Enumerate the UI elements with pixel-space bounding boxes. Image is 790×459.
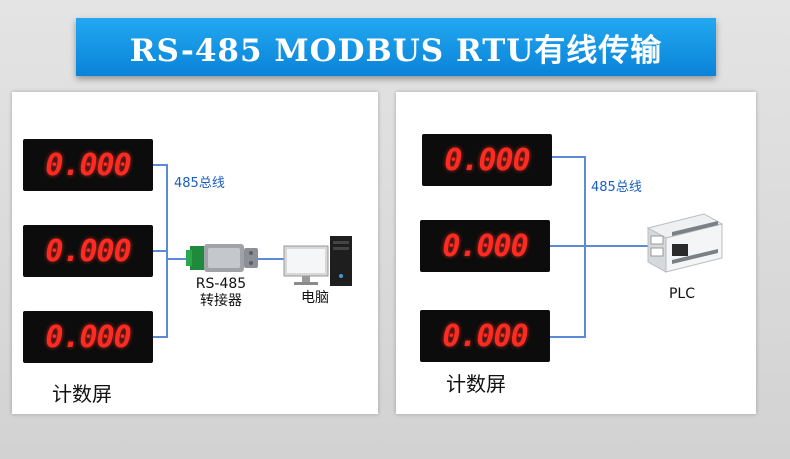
banner-title: RS-485 MODBUS RTU有线传输 bbox=[129, 32, 663, 69]
bus-stub-3 bbox=[153, 336, 168, 338]
plc-icon bbox=[646, 213, 724, 273]
right-diagram-panel: 0.000 0.000 0.000 485总线 PLC 计数屏 bbox=[396, 92, 756, 414]
counter-display-3: 0.000 bbox=[23, 311, 153, 363]
plc-label: PLC bbox=[668, 286, 696, 302]
bus-to-converter bbox=[166, 258, 190, 260]
display-readout: 0.000 bbox=[45, 233, 131, 269]
bus-stub-2 bbox=[153, 250, 168, 252]
computer-icon bbox=[283, 236, 352, 286]
counter-display-2: 0.000 bbox=[420, 220, 550, 272]
title-banner: RS-485 MODBUS RTU有线传输 bbox=[76, 18, 716, 76]
computer-label: 电脑 bbox=[301, 290, 329, 306]
display-readout: 0.000 bbox=[45, 147, 131, 183]
bus-trunk bbox=[166, 164, 168, 338]
bus-stub-1 bbox=[153, 164, 168, 166]
bus-stub-1 bbox=[552, 156, 586, 158]
display-readout: 0.000 bbox=[45, 319, 131, 355]
bus-stub-3 bbox=[550, 336, 586, 338]
bus-label: 485总线 bbox=[591, 180, 642, 195]
bus-trunk bbox=[584, 156, 586, 338]
left-diagram-panel: 0.000 0.000 0.000 485总线 RS-485 转接器 电脑 计数… bbox=[12, 92, 378, 414]
converter-label-line1: RS-485 bbox=[195, 276, 247, 292]
rs485-converter-icon bbox=[186, 244, 258, 272]
display-readout: 0.000 bbox=[442, 318, 528, 354]
display-readout: 0.000 bbox=[442, 228, 528, 264]
display-readout: 0.000 bbox=[444, 142, 530, 178]
bus-stub-2 bbox=[550, 245, 586, 247]
counter-display-1: 0.000 bbox=[422, 134, 552, 186]
bus-to-plc bbox=[584, 245, 648, 247]
counter-display-2: 0.000 bbox=[23, 225, 153, 277]
converter-label-line2: 转接器 bbox=[200, 293, 242, 309]
counter-display-1: 0.000 bbox=[23, 139, 153, 191]
counter-display-3: 0.000 bbox=[420, 310, 550, 362]
bus-label: 485总线 bbox=[174, 176, 225, 191]
converter-to-computer bbox=[258, 258, 284, 260]
display-caption: 计数屏 bbox=[52, 382, 112, 406]
display-caption: 计数屏 bbox=[446, 372, 506, 396]
